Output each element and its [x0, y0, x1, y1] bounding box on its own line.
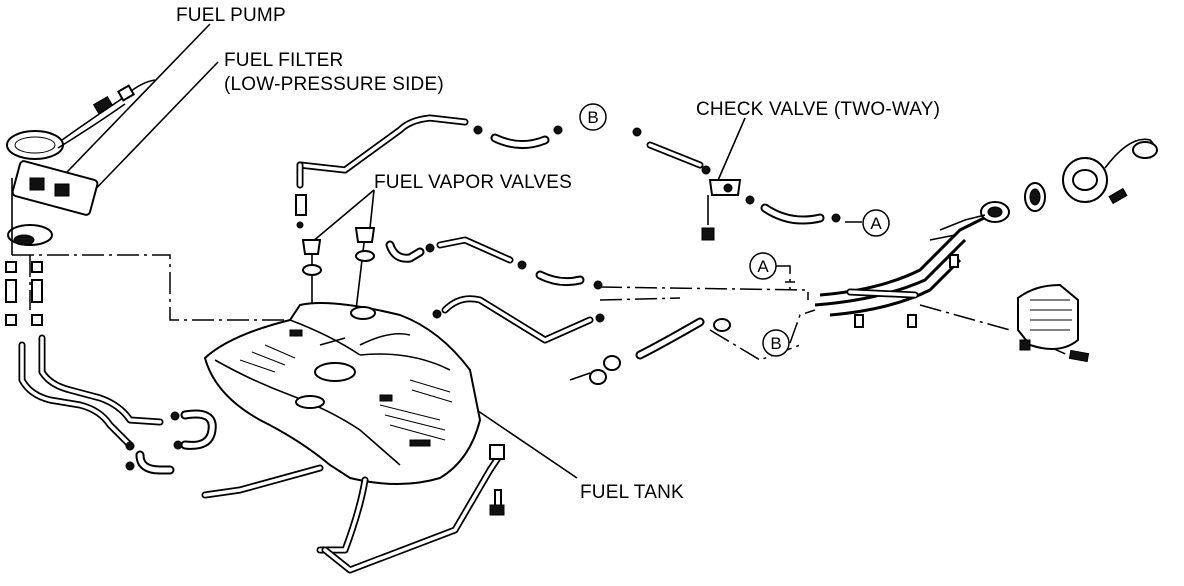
callout-b-connector	[789, 309, 816, 344]
left-clamps	[5, 261, 43, 326]
upper-vapor-pipe	[295, 114, 563, 229]
fuel-pump-assembly	[6, 79, 156, 255]
filler-housing	[1017, 283, 1090, 363]
left-fuel-lines	[18, 334, 217, 475]
callout-a-connector	[776, 265, 791, 290]
fuel-vapor-valves-label: FUEL VAPOR VALVES	[374, 172, 572, 193]
svg-text:B: B	[770, 334, 781, 353]
fuel-pump-label: FUEL PUMP	[176, 5, 286, 26]
fuel-filter-label: FUEL FILTER	[224, 50, 343, 71]
vapor-valve-leader-left	[311, 189, 375, 243]
tank-straps	[201, 444, 505, 574]
svg-text:B: B	[587, 108, 598, 127]
fuel-vapor-valves	[301, 227, 376, 276]
svg-text:A: A	[757, 257, 769, 276]
check-valve-leader	[715, 117, 746, 186]
fuel-tank	[203, 301, 482, 485]
center-hoses	[385, 236, 731, 385]
middle-pipes	[632, 127, 862, 241]
fuel-filter-sublabel: (LOW-PRESSURE SIDE)	[224, 74, 444, 95]
fuel-pump-leader	[39, 23, 211, 201]
callout-b-top: B	[579, 103, 607, 131]
callout-a-right: A	[862, 209, 890, 237]
check-valve-label: CHECK VALVE (TWO-WAY)	[696, 99, 940, 120]
filler-neck-assembly	[814, 138, 1158, 328]
callout-b-lower: B	[762, 329, 790, 357]
vapor-valve-leader-right	[369, 189, 375, 229]
fuel-filter-leader	[84, 61, 219, 201]
svg-text:A: A	[870, 214, 882, 233]
fuel-tank-label: FUEL TANK	[580, 482, 684, 503]
callout-a-lower: A	[749, 252, 777, 280]
